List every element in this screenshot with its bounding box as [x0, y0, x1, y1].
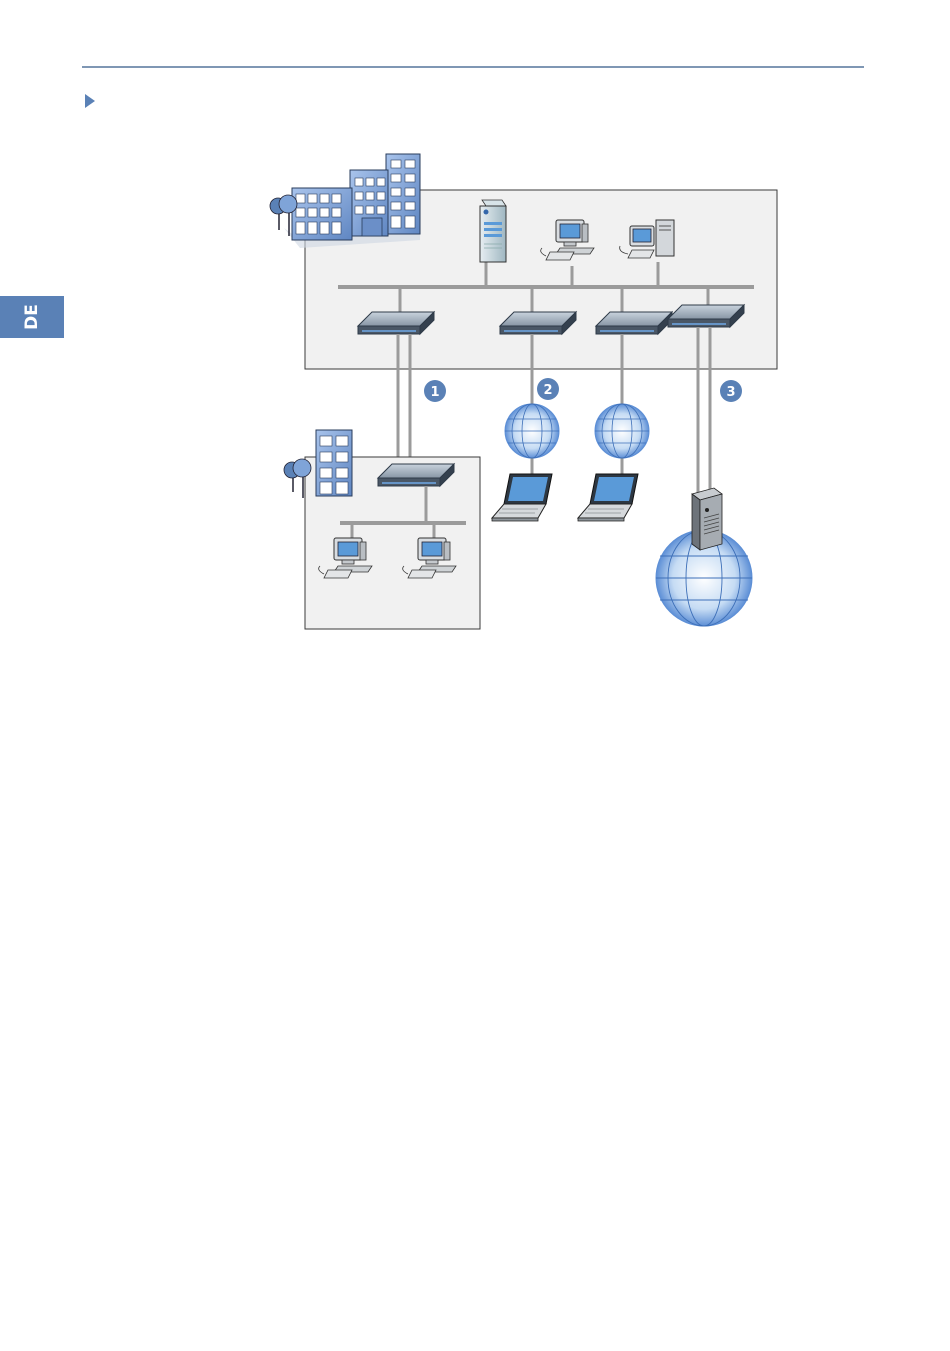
laptop-icon	[578, 474, 638, 521]
internet-globe-icon	[595, 404, 649, 458]
router-branch-vpn-icon	[358, 312, 434, 334]
branch-building-icon	[284, 430, 352, 498]
router-internet-icon	[668, 305, 744, 327]
badge-3-label: 3	[726, 385, 735, 400]
badge-1-label: 1	[430, 385, 439, 400]
server-icon	[480, 200, 506, 262]
laptop-icon	[492, 474, 552, 521]
internet-globe-icon	[505, 404, 559, 458]
badge-3: 3	[720, 380, 742, 402]
badge-2: 2	[537, 378, 559, 400]
router-mobile-vpn-1-icon	[500, 312, 576, 334]
badge-1: 1	[424, 380, 446, 402]
router-branch-icon	[378, 464, 454, 486]
badge-2-label: 2	[543, 383, 552, 398]
internet-server-icon	[692, 488, 722, 550]
router-mobile-vpn-2-icon	[596, 312, 672, 334]
headquarter-building-icon	[270, 154, 420, 248]
